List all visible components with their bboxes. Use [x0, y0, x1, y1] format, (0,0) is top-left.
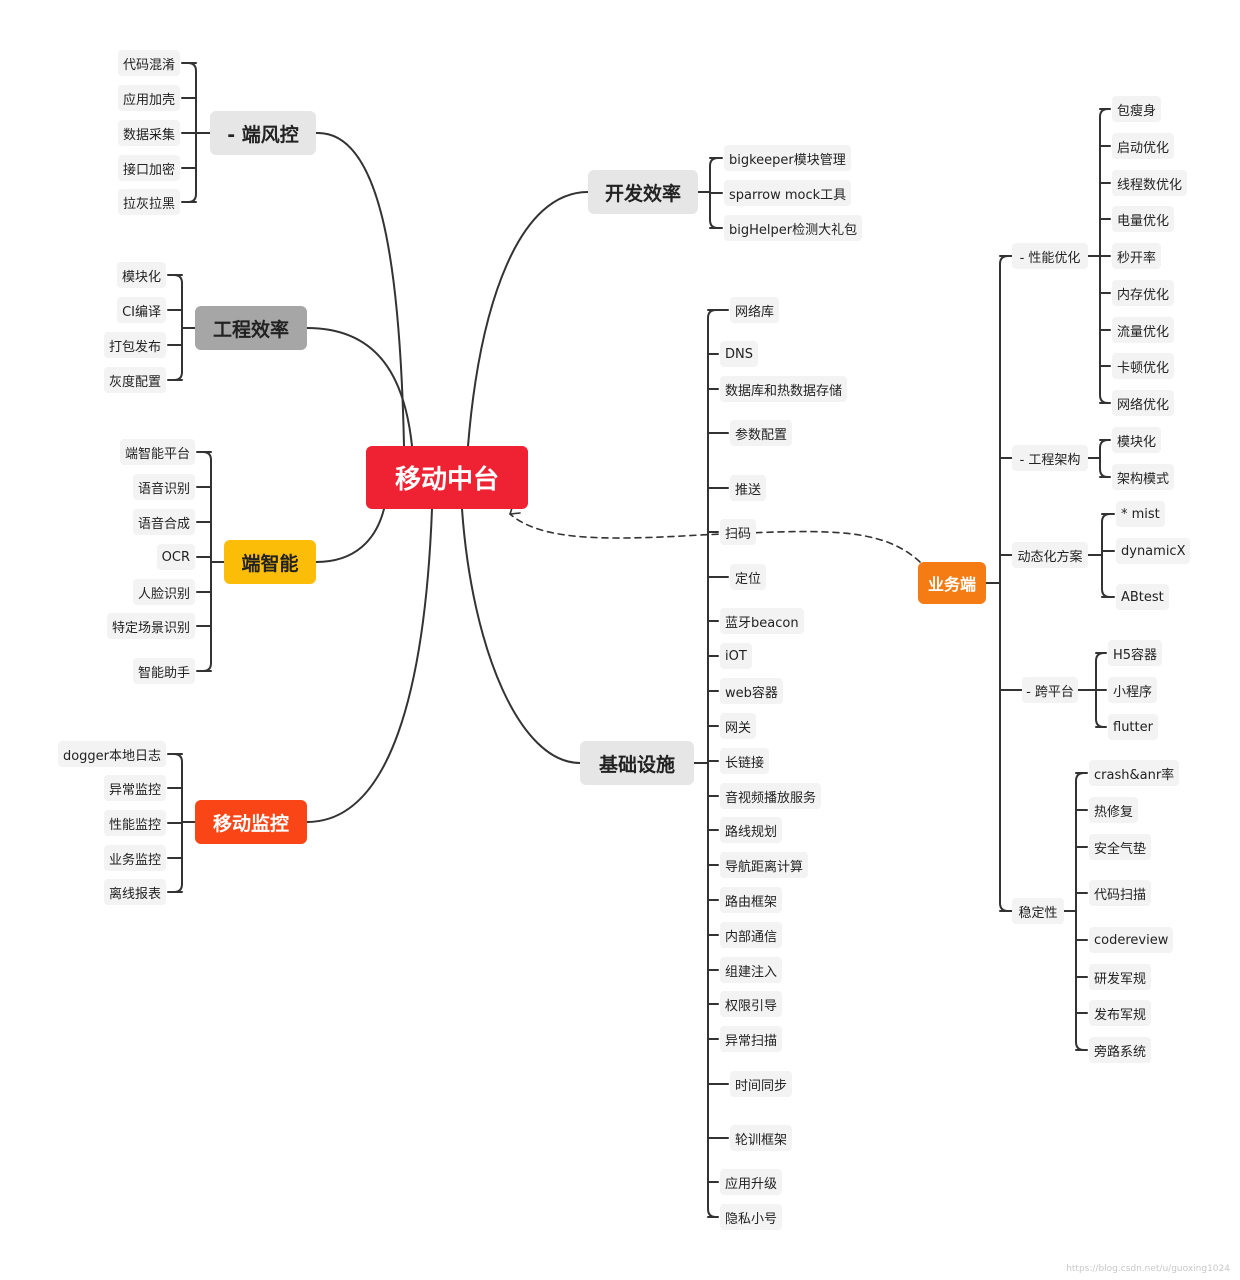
leaf-stability-6[interactable]: 发布军规: [1089, 1000, 1152, 1026]
leaf-infrastructure-3[interactable]: 参数配置: [730, 420, 793, 446]
leaf-intelligence-5[interactable]: 特定场景识别: [106, 613, 195, 639]
leaf-infrastructure-7[interactable]: 蓝牙beacon: [720, 608, 804, 634]
leaf-performance-8[interactable]: 网络优化: [1112, 390, 1175, 416]
leaf-performance-7[interactable]: 卡顿优化: [1112, 353, 1175, 379]
leaf-intelligence-6[interactable]: 智能助手: [132, 658, 195, 684]
leaf-infrastructure-11[interactable]: 长链接: [720, 748, 770, 774]
leaf-intelligence-2[interactable]: 语音合成: [132, 509, 195, 535]
leaf-performance-6[interactable]: 流量优化: [1112, 317, 1175, 343]
link-business-root: [509, 513, 921, 563]
leaf-performance-0[interactable]: 包瘦身: [1112, 96, 1162, 122]
leaf-infrastructure-12[interactable]: 音视频播放服务: [720, 783, 822, 809]
link-root-monitoring: [306, 508, 433, 823]
group-performance[interactable]: - 性能优化: [1012, 243, 1088, 269]
leaf-risk-0[interactable]: 代码混淆: [117, 50, 180, 76]
leaf-architecture-1[interactable]: 架构模式: [1112, 464, 1175, 490]
branch-device-intelligence[interactable]: 端智能: [224, 540, 316, 584]
leaf-performance-4[interactable]: 秒开率: [1112, 243, 1162, 269]
leaf-monitoring-2[interactable]: 性能监控: [103, 810, 166, 836]
leaf-intelligence-4[interactable]: 人脸识别: [132, 579, 195, 605]
leaf-infrastructure-23[interactable]: 隐私小号: [720, 1204, 783, 1230]
leaf-engineering-1[interactable]: CI编译: [117, 297, 166, 323]
leaf-infrastructure-17[interactable]: 组建注入: [720, 957, 783, 983]
leaf-dev-0[interactable]: bigkeeper模块管理: [724, 145, 851, 171]
group-cross-platform[interactable]: - 跨平台: [1022, 677, 1078, 703]
leaf-infrastructure-5[interactable]: 扫码: [720, 519, 757, 545]
leaf-performance-2[interactable]: 线程数优化: [1112, 170, 1188, 196]
leaf-stability-1[interactable]: 热修复: [1089, 797, 1139, 823]
leaf-dev-1[interactable]: sparrow mock工具: [724, 180, 852, 206]
leaf-stability-3[interactable]: 代码扫描: [1089, 880, 1152, 906]
link-root-risk: [315, 131, 405, 447]
leaf-dev-2[interactable]: bigHelper检测大礼包: [724, 215, 863, 241]
leaf-dynamic-2[interactable]: ABtest: [1116, 584, 1169, 610]
leaf-infrastructure-8[interactable]: iOT: [720, 643, 752, 669]
group-architecture[interactable]: - 工程架构: [1012, 445, 1088, 471]
leaf-engineering-0[interactable]: 模块化: [116, 262, 166, 288]
leaf-infrastructure-10[interactable]: 网关: [720, 713, 757, 739]
leaf-infrastructure-22[interactable]: 应用升级: [720, 1169, 783, 1195]
leaf-infrastructure-20[interactable]: 时间同步: [730, 1071, 793, 1097]
branch-infrastructure[interactable]: 基础设施: [580, 741, 694, 785]
link-root-intelligence: [315, 508, 385, 563]
leaf-engineering-3[interactable]: 灰度配置: [103, 367, 166, 393]
link-root-dev-efficiency: [467, 191, 589, 447]
leaf-monitoring-1[interactable]: 异常监控: [103, 775, 166, 801]
leaf-performance-5[interactable]: 内存优化: [1112, 280, 1175, 306]
group-dynamic[interactable]: 动态化方案: [1012, 542, 1088, 568]
leaf-infrastructure-15[interactable]: 路由框架: [720, 887, 783, 913]
leaf-risk-2[interactable]: 数据采集: [117, 120, 180, 146]
leaf-infrastructure-2[interactable]: 数据库和热数据存储: [720, 376, 848, 402]
branch-risk-control[interactable]: - 端风控: [210, 111, 316, 155]
leaf-monitoring-4[interactable]: 离线报表: [103, 879, 166, 905]
leaf-infrastructure-18[interactable]: 权限引导: [720, 991, 783, 1017]
leaf-risk-3[interactable]: 接口加密: [117, 155, 180, 181]
leaf-monitoring-3[interactable]: 业务监控: [103, 845, 166, 871]
leaf-stability-7[interactable]: 旁路系统: [1089, 1037, 1152, 1063]
leaf-infrastructure-6[interactable]: 定位: [730, 564, 767, 590]
leaf-stability-0[interactable]: crash&anr率: [1089, 760, 1180, 786]
leaf-cross-platform-0[interactable]: H5容器: [1108, 640, 1163, 666]
root-node[interactable]: 移动中台: [366, 446, 528, 509]
leaf-infrastructure-13[interactable]: 路线规划: [720, 817, 783, 843]
leaf-stability-2[interactable]: 安全气垫: [1089, 834, 1152, 860]
leaf-infrastructure-16[interactable]: 内部通信: [720, 922, 783, 948]
leaf-infrastructure-1[interactable]: DNS: [720, 341, 758, 367]
leaf-dynamic-1[interactable]: dynamicX: [1116, 538, 1191, 564]
leaf-architecture-0[interactable]: 模块化: [1112, 427, 1162, 453]
leaf-intelligence-0[interactable]: 端智能平台: [119, 439, 195, 465]
leaf-infrastructure-4[interactable]: 推送: [730, 475, 767, 501]
branch-mobile-monitoring[interactable]: 移动监控: [195, 800, 307, 844]
leaf-stability-4[interactable]: codereview: [1089, 927, 1174, 953]
leaf-performance-3[interactable]: 电量优化: [1112, 206, 1175, 232]
link-root-infrastructure: [461, 508, 581, 764]
leaf-infrastructure-9[interactable]: web容器: [720, 678, 783, 704]
leaf-stability-5[interactable]: 研发军规: [1089, 964, 1152, 990]
leaf-infrastructure-0[interactable]: 网络库: [730, 297, 780, 323]
leaf-infrastructure-21[interactable]: 轮训框架: [730, 1125, 793, 1151]
group-stability[interactable]: 稳定性: [1012, 898, 1064, 924]
branch-business[interactable]: 业务端: [918, 562, 986, 604]
leaf-monitoring-0[interactable]: dogger本地日志: [57, 741, 166, 767]
leaf-engineering-2[interactable]: 打包发布: [103, 332, 166, 358]
watermark: https://blog.csdn.net/u/guoxing1024: [1066, 1264, 1230, 1274]
leaf-intelligence-1[interactable]: 语音识别: [132, 474, 195, 500]
branch-engineering-efficiency[interactable]: 工程效率: [195, 306, 307, 350]
leaf-cross-platform-2[interactable]: flutter: [1108, 714, 1158, 740]
leaf-performance-1[interactable]: 启动优化: [1112, 133, 1175, 159]
leaf-infrastructure-14[interactable]: 导航距离计算: [720, 852, 809, 878]
leaf-cross-platform-1[interactable]: 小程序: [1108, 677, 1158, 703]
leaf-risk-1[interactable]: 应用加壳: [117, 85, 180, 111]
leaf-infrastructure-19[interactable]: 异常扫描: [720, 1026, 783, 1052]
leaf-risk-4[interactable]: 拉灰拉黑: [117, 189, 180, 215]
leaf-dynamic-0[interactable]: * mist: [1116, 501, 1165, 527]
link-root-engineering: [306, 327, 413, 447]
leaf-intelligence-3[interactable]: OCR: [156, 544, 195, 570]
branch-development-efficiency[interactable]: 开发效率: [588, 170, 698, 214]
